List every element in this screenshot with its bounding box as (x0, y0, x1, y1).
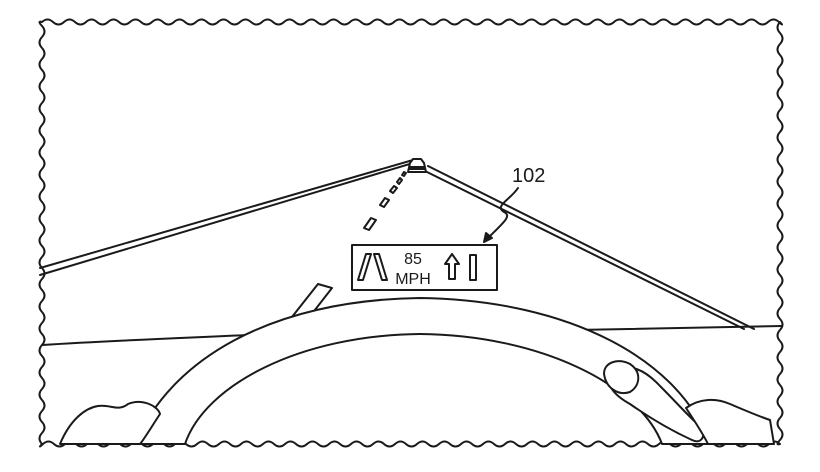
hud-speed-value: 85 (404, 251, 422, 268)
thumb (603, 360, 640, 394)
reference-callout: 102 (483, 165, 545, 243)
road-left-edge-outer (39, 159, 414, 269)
reference-numeral: 102 (512, 165, 545, 187)
lane-lines-icon (357, 253, 388, 281)
hud-speed-unit: MPH (395, 271, 431, 288)
lane-dashes (363, 171, 407, 231)
road (39, 158, 783, 331)
horizon-right (574, 325, 783, 331)
left-hand (59, 400, 161, 445)
reference-leader (487, 187, 519, 239)
lane-dash (363, 217, 377, 231)
right-hand (603, 360, 775, 445)
up-arrow-icon (444, 253, 460, 280)
lane-dash (396, 177, 403, 185)
leader-arrowhead (483, 232, 493, 243)
wavy-frame-border (38, 18, 784, 448)
lane-dash (389, 185, 398, 194)
lane-dash (379, 197, 390, 208)
lane-dash (401, 171, 407, 177)
road-left-edge-inner (39, 162, 414, 276)
road-right-edge-outer (427, 165, 755, 330)
road-right-edge-inner (422, 169, 745, 330)
distant-car-icon (407, 158, 427, 173)
hud-display: 85 MPH (351, 244, 498, 291)
vertical-bar-icon (469, 254, 477, 281)
